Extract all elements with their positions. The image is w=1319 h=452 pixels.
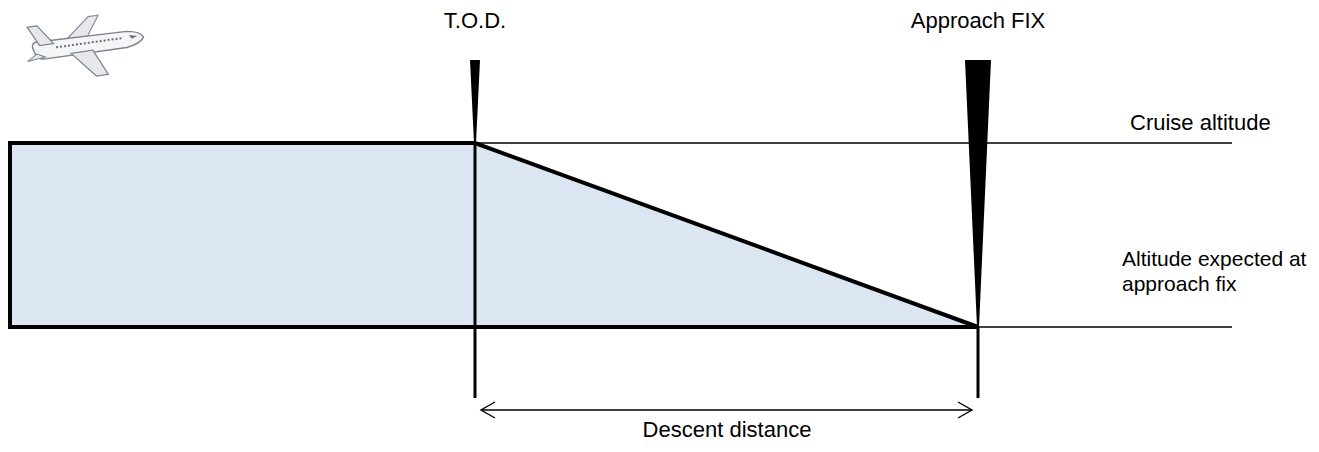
windows <box>56 38 123 47</box>
fix-altitude-line <box>978 326 1232 328</box>
airplane-icon <box>23 9 148 85</box>
altitude-label: Altitude expected at approach fix <box>1122 246 1312 296</box>
dimension-arrowhead <box>958 402 972 418</box>
near-wing <box>71 49 108 79</box>
cruise-altitude-line <box>475 142 1232 144</box>
profile-outline <box>10 143 978 327</box>
tod-marker <box>470 60 480 143</box>
tod-line <box>474 143 477 398</box>
dimension-line <box>481 409 972 410</box>
dimension-arrowhead <box>481 402 495 418</box>
altitude-label: Cruise altitude <box>1130 110 1271 136</box>
fix-marker <box>965 60 991 327</box>
dimension-label: Descent distance <box>643 417 812 443</box>
profile-fill <box>10 143 978 327</box>
tail-plane <box>27 53 46 61</box>
tail-fin <box>27 24 54 47</box>
cockpit <box>129 34 137 39</box>
marker-label: Approach FIX <box>911 8 1046 34</box>
fix-line <box>977 327 980 398</box>
marker-label: T.O.D. <box>444 8 506 34</box>
